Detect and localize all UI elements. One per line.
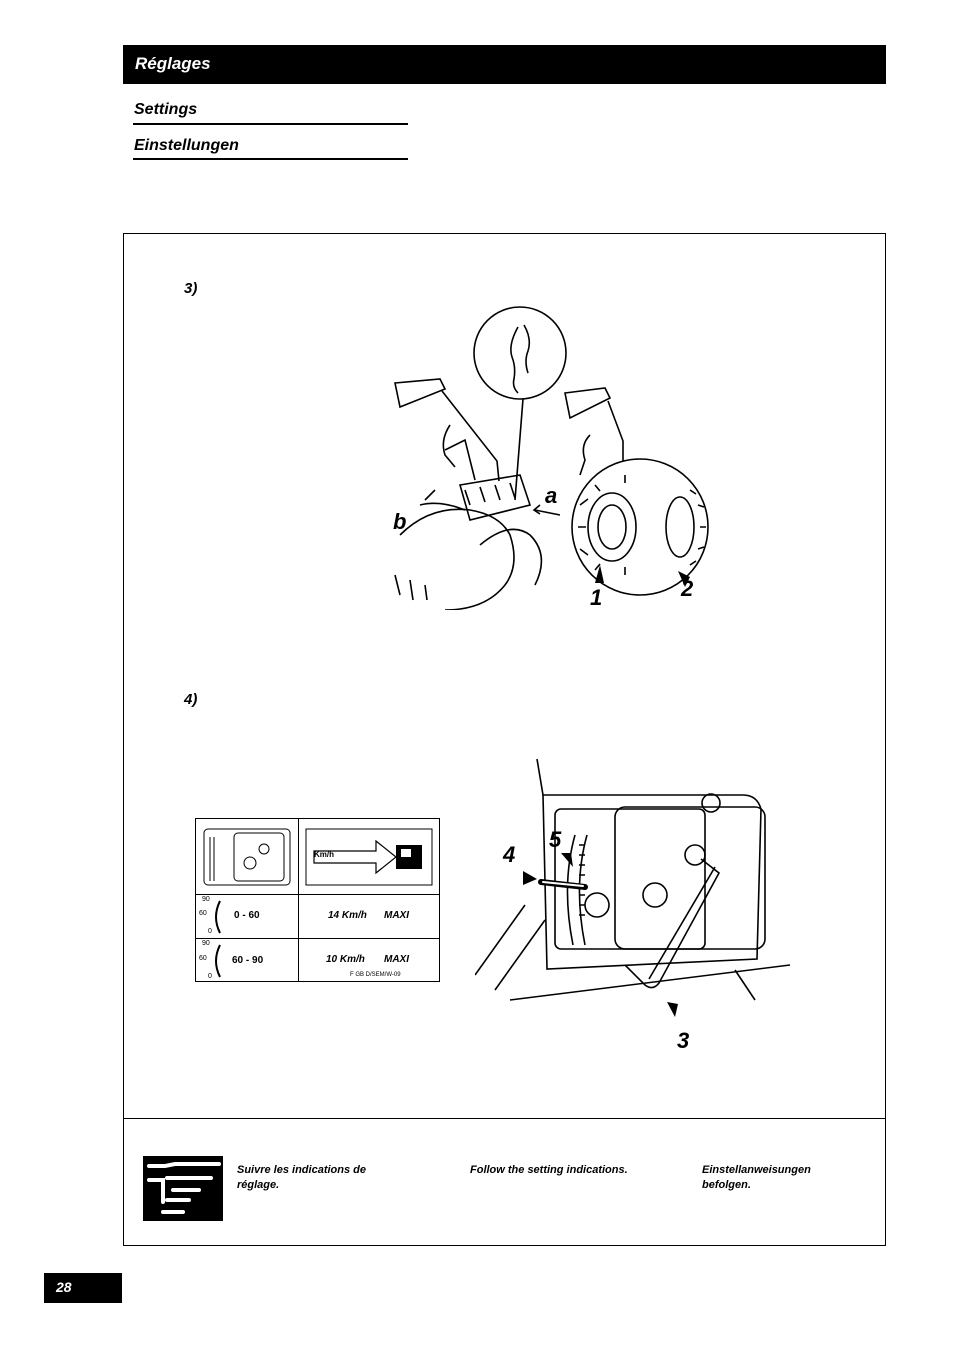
- unit-label: Km/h: [314, 850, 334, 859]
- header-bar: Réglages: [123, 45, 886, 84]
- tractor-arrow-icon: [305, 828, 433, 886]
- scale-bottom: 0: [208, 928, 212, 935]
- scale-mid: 60: [199, 910, 207, 917]
- table-code: F GB D/SEM/W-09: [350, 972, 401, 978]
- subtitle-rule: [133, 123, 408, 125]
- page-number: 28: [56, 1279, 72, 1295]
- note-en: Follow the setting indications.: [470, 1164, 628, 1176]
- figure-3-illustration: [394, 306, 709, 610]
- speed-value: 10 Km/h: [326, 954, 365, 965]
- scale-top: 90: [202, 940, 210, 947]
- range-value: 60 - 90: [232, 955, 264, 966]
- max-label: MAXI: [384, 954, 409, 965]
- subtitle-settings: Settings: [134, 101, 198, 118]
- range-value: 0 - 60: [234, 910, 260, 921]
- speed-table: Km/h 90 60 0 0 - 60 14 Km/h MAXI 90 60 0…: [195, 818, 440, 982]
- note-fr: Suivre les indications de réglage.: [237, 1164, 366, 1191]
- box-divider: [123, 1118, 886, 1119]
- note-de: Einstellanweisungen befolgen.: [702, 1164, 811, 1191]
- callout-5: 5: [549, 827, 562, 852]
- callout-4: 4: [503, 842, 516, 867]
- step-4-label: 4): [184, 691, 198, 708]
- callout-a: a: [545, 483, 558, 508]
- subtitle-rule: [133, 158, 408, 160]
- pointing-hand-icon: [143, 1156, 223, 1221]
- scale-bottom: 0: [208, 973, 212, 980]
- callout-3: 3: [677, 1028, 690, 1053]
- gearbox-thumbnail: [203, 828, 291, 886]
- step-3-label: 3): [184, 280, 198, 297]
- callout-2: 2: [681, 576, 694, 601]
- callout-1: 1: [590, 585, 603, 610]
- speed-value: 14 Km/h: [328, 910, 367, 921]
- scale-arc-icon: [215, 900, 221, 934]
- section-title: Réglages: [135, 54, 211, 73]
- subtitle-einstellungen: Einstellungen: [134, 137, 239, 154]
- callout-b: b: [393, 509, 407, 534]
- max-label: MAXI: [384, 910, 409, 921]
- page-number-box: 28: [44, 1273, 122, 1303]
- content-box: [123, 233, 886, 1246]
- scale-top: 90: [202, 896, 210, 903]
- scale-arc-icon: [215, 944, 221, 978]
- scale-mid: 60: [199, 955, 207, 962]
- figure-4-illustration: [475, 758, 791, 1017]
